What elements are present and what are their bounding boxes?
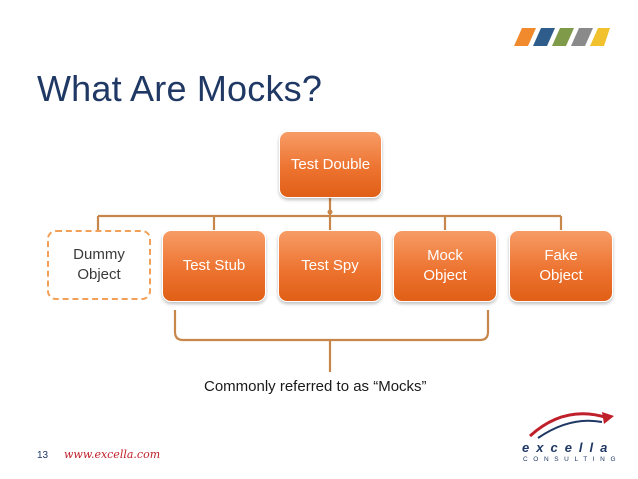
- node-test-spy: Test Spy: [278, 230, 382, 302]
- swoosh-red: [528, 412, 609, 438]
- swoosh-blue: [537, 419, 603, 439]
- stripe-blue: [533, 28, 555, 46]
- mocks-bracket: [173, 310, 490, 342]
- page-number: 13: [37, 450, 49, 461]
- website-link[interactable]: www.excella.com: [64, 448, 161, 461]
- logo-tagline: CONSULTING: [523, 456, 622, 463]
- node-test-stub: Test Stub: [162, 230, 266, 302]
- junction-dot: [327, 209, 333, 215]
- stripe-gray: [571, 28, 593, 46]
- stripe-yellow: [590, 28, 610, 46]
- slide-title: What Are Mocks?: [37, 68, 323, 109]
- excella-swoosh-icon: [528, 412, 614, 439]
- logo-wordmark: excella: [522, 440, 615, 455]
- decorative-stripes-logo: [514, 28, 610, 46]
- node-test-double: Test Double: [279, 131, 382, 198]
- node-dummy-object: Dummy Object: [47, 230, 151, 300]
- bracket-caption: Commonly referred to as “Mocks”: [204, 378, 427, 395]
- node-mock-object: Mock Object: [393, 230, 497, 302]
- node-fake-object: Fake Object: [509, 230, 613, 302]
- stripe-orange: [514, 28, 536, 46]
- stripe-green: [552, 28, 574, 46]
- swoosh-arrow: [602, 412, 614, 424]
